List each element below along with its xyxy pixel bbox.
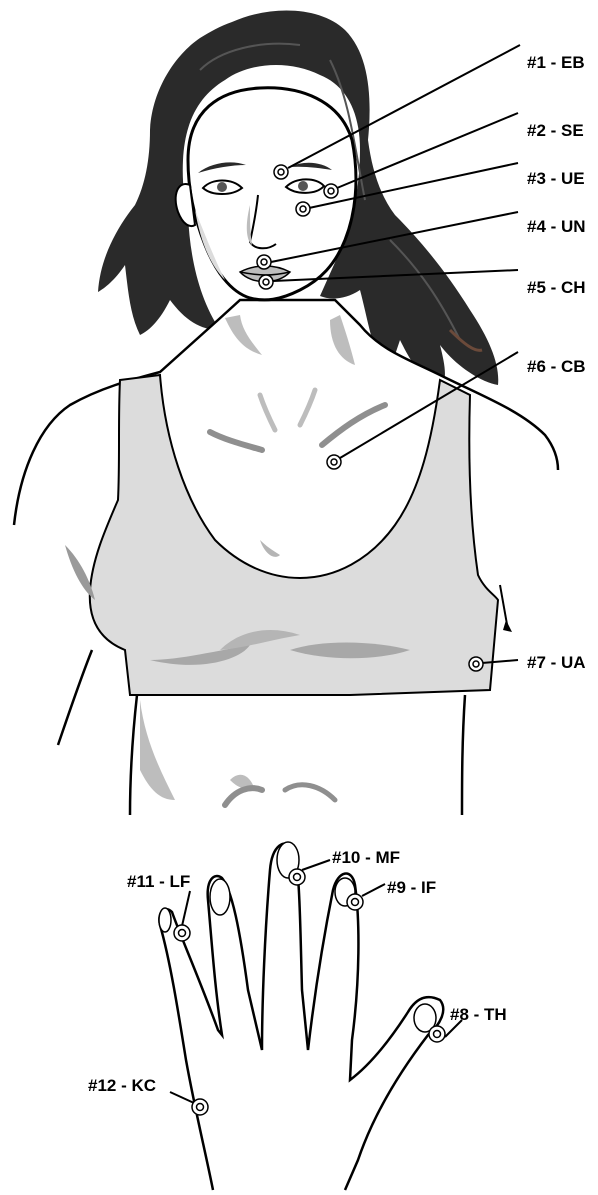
electrode-marker-ch (259, 275, 273, 289)
label-un: #4 - UN (527, 217, 586, 236)
electrode-marker-eb (274, 165, 288, 179)
label-kc: #12 - KC (88, 1076, 156, 1095)
leader-line-if (362, 884, 385, 896)
label-se: #2 - SE (527, 121, 584, 140)
leader-line-kc (170, 1092, 194, 1103)
leader-line-lf (182, 891, 190, 926)
leader-line-mf (302, 860, 330, 870)
electrode-marker-ue (296, 202, 310, 216)
label-mf: #10 - MF (332, 848, 400, 867)
label-lf: #11 - LF (127, 872, 190, 891)
electrode-marker-un (257, 255, 271, 269)
label-cb: #6 - CB (527, 357, 586, 376)
label-ue: #3 - UE (527, 169, 585, 188)
electrode-marker-if (347, 894, 363, 910)
label-ua: #7 - UA (527, 653, 586, 672)
label-ch: #5 - CH (527, 278, 586, 297)
electrode-marker-kc (192, 1099, 208, 1115)
label-th: #8 - TH (450, 1005, 507, 1024)
electrode-marker-ua (469, 657, 483, 671)
label-eb: #1 - EB (527, 53, 585, 72)
electrode-marker-lf (174, 925, 190, 941)
electrode-marker-cb (327, 455, 341, 469)
electrode-marker-mf (289, 869, 305, 885)
label-if: #9 - IF (387, 878, 436, 897)
electrode-marker-se (324, 184, 338, 198)
electrode-marker-th (429, 1026, 445, 1042)
